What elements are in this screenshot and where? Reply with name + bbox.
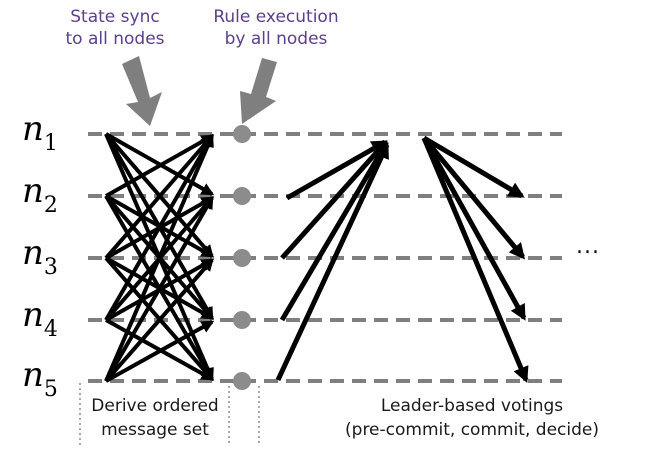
node-label-base: n: [22, 355, 44, 395]
node-label-2: n2: [22, 174, 58, 223]
execution-dot-2: [233, 187, 251, 205]
sync-arrow-n5-to-n1: [104, 133, 214, 382]
node-label-5: n5: [22, 358, 58, 407]
sync-arrow-n5-to-n3: [104, 258, 214, 383]
state-sync-arrows: [104, 132, 215, 383]
leader-broadcast-arrows: [421, 135, 529, 383]
rule-execution-pointer-arrow: [240, 58, 277, 124]
continuation-ellipsis: ...: [576, 234, 600, 259]
arrow-n3-to-leader: [280, 140, 388, 260]
arrow-n5-to-leader: [275, 142, 390, 382]
node-label-sub: 3: [43, 255, 58, 280]
node-label-base: n: [22, 171, 44, 211]
state-sync-label: State sync to all nodes: [65, 7, 165, 49]
node-label-base: n: [22, 295, 44, 335]
leader-based-votings-label: Leader-based votings (pre-commit, commit…: [345, 396, 599, 440]
arrow-n4-to-leader: [279, 141, 389, 322]
sync-arrow-n5-to-n2: [104, 195, 214, 383]
node-label-1: n1: [22, 112, 58, 161]
execution-dot-5: [233, 372, 251, 390]
dotted-separators: [79, 383, 260, 446]
node-label-3: n3: [22, 236, 58, 285]
rule-execution-label: Rule execution by all nodes: [213, 7, 339, 49]
arrow-leader-to-n4: [421, 136, 527, 321]
arrow-leader-to-n3: [422, 136, 526, 260]
node-label-sub: 5: [43, 377, 58, 402]
node-lines: [88, 132, 562, 383]
execution-dot-3: [233, 249, 251, 267]
execution-dot-1: [233, 125, 251, 143]
arrow-leader-to-n2: [422, 135, 525, 199]
node-label-4: n4: [22, 298, 58, 347]
sync-arrow-n3-to-n1: [104, 134, 214, 260]
sync-arrow-n5-to-n4: [105, 320, 215, 383]
node-label-sub: 4: [43, 317, 58, 342]
node-label-base: n: [22, 109, 44, 149]
derive-ordered-message-set-label: Derive ordered message set: [91, 396, 219, 440]
node-label-base: n: [22, 233, 44, 273]
execution-dot-4: [233, 311, 251, 329]
node-label-sub: 2: [43, 193, 58, 218]
execution-dots: [233, 125, 251, 390]
arrow-n2-to-leader: [285, 139, 388, 201]
arrow-leader-to-n5: [421, 137, 529, 383]
sync-arrow-n4-to-n1: [104, 133, 214, 321]
sync-arrow-n2-to-n1: [105, 134, 215, 198]
state-sync-pointer-arrow: [122, 56, 162, 126]
node-label-sub: 1: [43, 131, 58, 156]
to-leader-arrows: [275, 139, 390, 382]
pointer-arrows: [122, 56, 277, 126]
